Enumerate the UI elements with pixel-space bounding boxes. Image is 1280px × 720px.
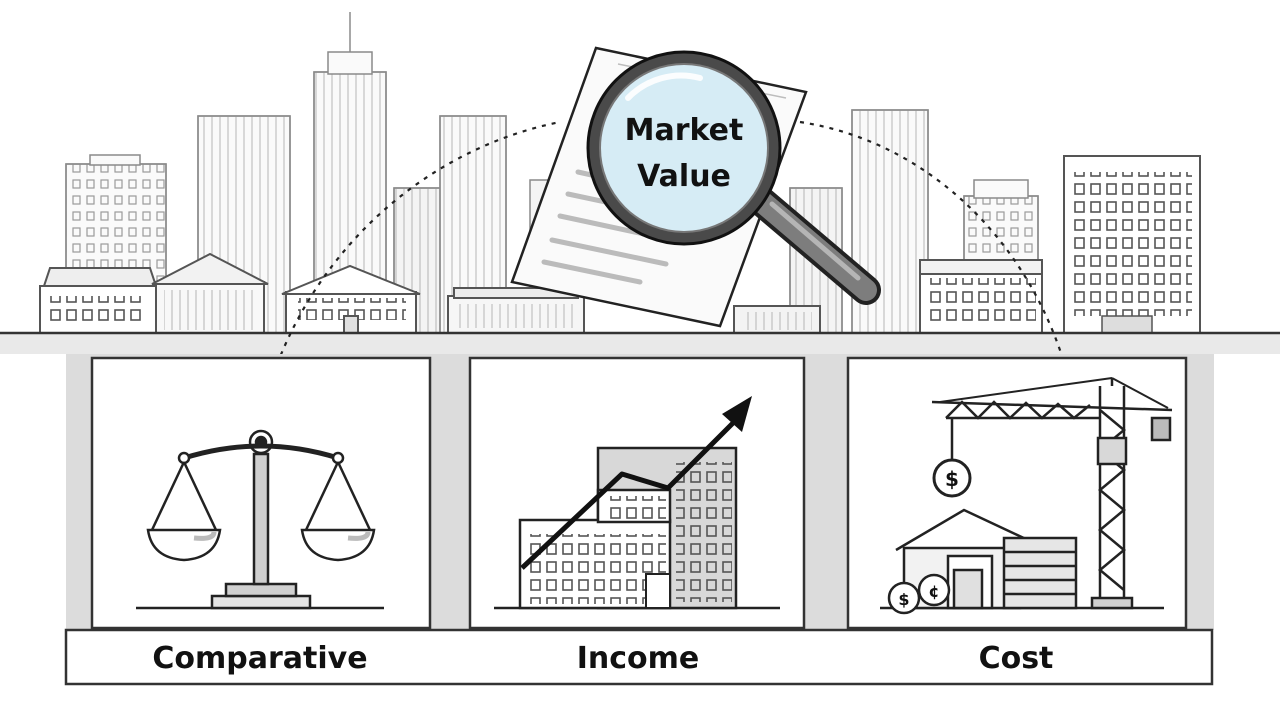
coin-stack-icon [887, 573, 951, 615]
market-value-line1: Market [625, 113, 744, 148]
cent-coin: ¢ [928, 582, 939, 601]
label-cost: Cost [979, 641, 1054, 676]
magnifying-glass-icon [586, 50, 881, 305]
ground-band [0, 332, 1280, 354]
dashed-connector-right [799, 120, 1064, 357]
label-income: Income [577, 641, 700, 676]
dashed-connector-left [260, 120, 561, 413]
balance-scale-icon [136, 429, 384, 610]
dollar-coin: $ [898, 590, 909, 609]
dollar-coin-hanging: $ [945, 467, 959, 491]
market-value-line2: Value [637, 159, 731, 194]
low-buildings [39, 252, 1043, 335]
label-comparative: Comparative [152, 641, 367, 676]
rising-chart-building-icon [494, 396, 780, 610]
